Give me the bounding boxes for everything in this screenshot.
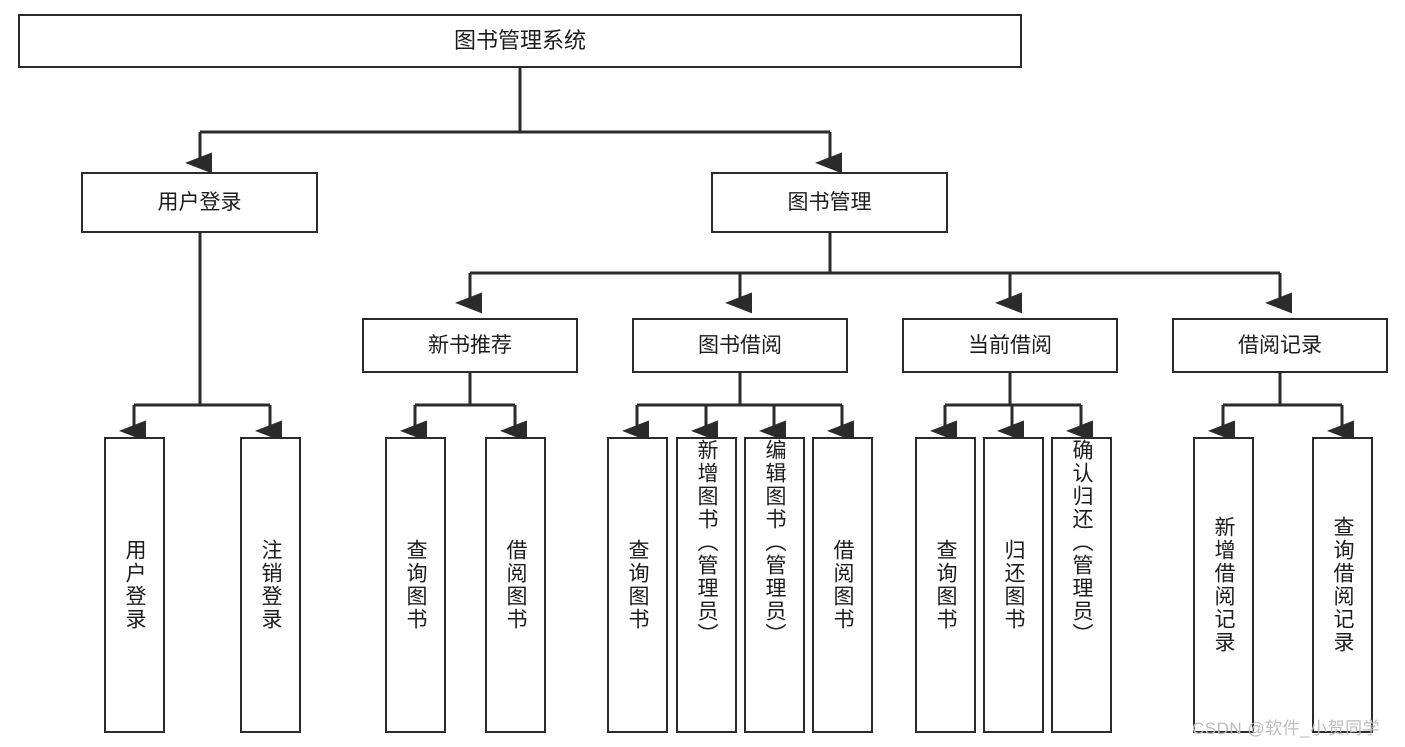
node-leaf-edit-book-admin[interactable]: 编辑图书（管理员） bbox=[744, 437, 805, 733]
node-leaf-borrow-book-recommend[interactable]: 借阅图书 bbox=[485, 437, 546, 733]
node-new-book-recommend[interactable]: 新书推荐 bbox=[362, 318, 578, 373]
node-leaf-add-book-admin[interactable]: 新增图书（管理员） bbox=[676, 437, 737, 733]
node-label: 借阅图书 bbox=[831, 539, 854, 631]
node-label: 借阅记录 bbox=[1238, 333, 1322, 357]
node-label: 注销登录 bbox=[259, 539, 282, 631]
node-book-borrow[interactable]: 图书借阅 bbox=[632, 318, 848, 373]
node-leaf-logout[interactable]: 注销登录 bbox=[240, 437, 301, 733]
node-current-borrow[interactable]: 当前借阅 bbox=[902, 318, 1118, 373]
node-leaf-query-book-current[interactable]: 查询图书 bbox=[915, 437, 976, 733]
node-borrow-record[interactable]: 借阅记录 bbox=[1172, 318, 1388, 373]
node-label: 归还图书 bbox=[1002, 539, 1025, 631]
node-label: 确认归还（管理员） bbox=[1070, 439, 1093, 646]
csdn-watermark: CSDN @软件_小贺同学 bbox=[1192, 719, 1381, 738]
node-label: 图书管理系统 bbox=[453, 27, 586, 53]
node-leaf-user-login[interactable]: 用户登录 bbox=[104, 437, 165, 733]
node-label: 查询图书 bbox=[404, 539, 427, 631]
node-label: 新增借阅记录 bbox=[1212, 516, 1235, 654]
node-label: 新书推荐 bbox=[428, 333, 512, 357]
node-label: 用户登录 bbox=[123, 539, 146, 631]
node-user-login[interactable]: 用户登录 bbox=[81, 172, 318, 233]
node-leaf-return-book[interactable]: 归还图书 bbox=[983, 437, 1044, 733]
node-label: 图书借阅 bbox=[698, 333, 782, 357]
node-label: 图书管理 bbox=[787, 190, 872, 214]
node-leaf-borrow-book[interactable]: 借阅图书 bbox=[812, 437, 873, 733]
node-label: 编辑图书（管理员） bbox=[763, 439, 786, 646]
node-label: 当前借阅 bbox=[968, 333, 1052, 357]
node-leaf-query-borrow-record[interactable]: 查询借阅记录 bbox=[1312, 437, 1373, 733]
node-leaf-query-book-borrow[interactable]: 查询图书 bbox=[607, 437, 668, 733]
node-label: 查询图书 bbox=[626, 539, 649, 631]
node-label: 查询借阅记录 bbox=[1331, 516, 1354, 654]
node-leaf-confirm-return-admin[interactable]: 确认归还（管理员） bbox=[1051, 437, 1112, 733]
node-leaf-query-book-recommend[interactable]: 查询图书 bbox=[385, 437, 446, 733]
node-book-management[interactable]: 图书管理 bbox=[711, 172, 948, 233]
node-label: 用户登录 bbox=[157, 190, 242, 214]
node-label: 查询图书 bbox=[934, 539, 957, 631]
node-label: 新增图书（管理员） bbox=[695, 439, 718, 646]
node-label: 借阅图书 bbox=[504, 539, 527, 631]
node-root-book-management-system[interactable]: 图书管理系统 bbox=[18, 14, 1022, 68]
node-leaf-add-borrow-record[interactable]: 新增借阅记录 bbox=[1193, 437, 1254, 733]
